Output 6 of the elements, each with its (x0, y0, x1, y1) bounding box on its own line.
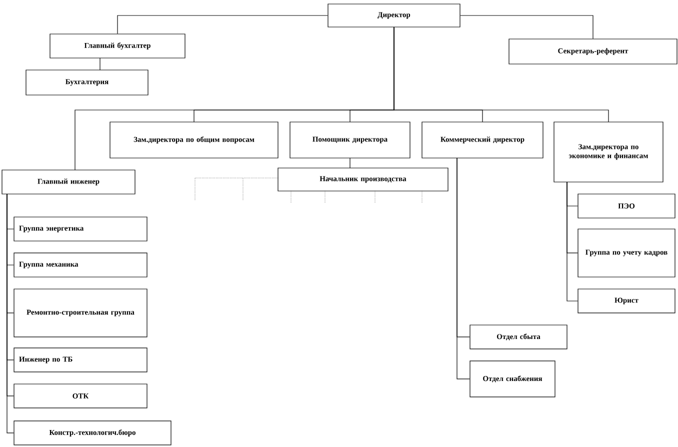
connector-line (460, 15, 594, 39)
connector-line (566, 182, 578, 302)
connector-line (74, 27, 394, 170)
connector-line (117, 15, 328, 34)
connector-line (456, 158, 470, 380)
connector-line (6, 194, 14, 434)
